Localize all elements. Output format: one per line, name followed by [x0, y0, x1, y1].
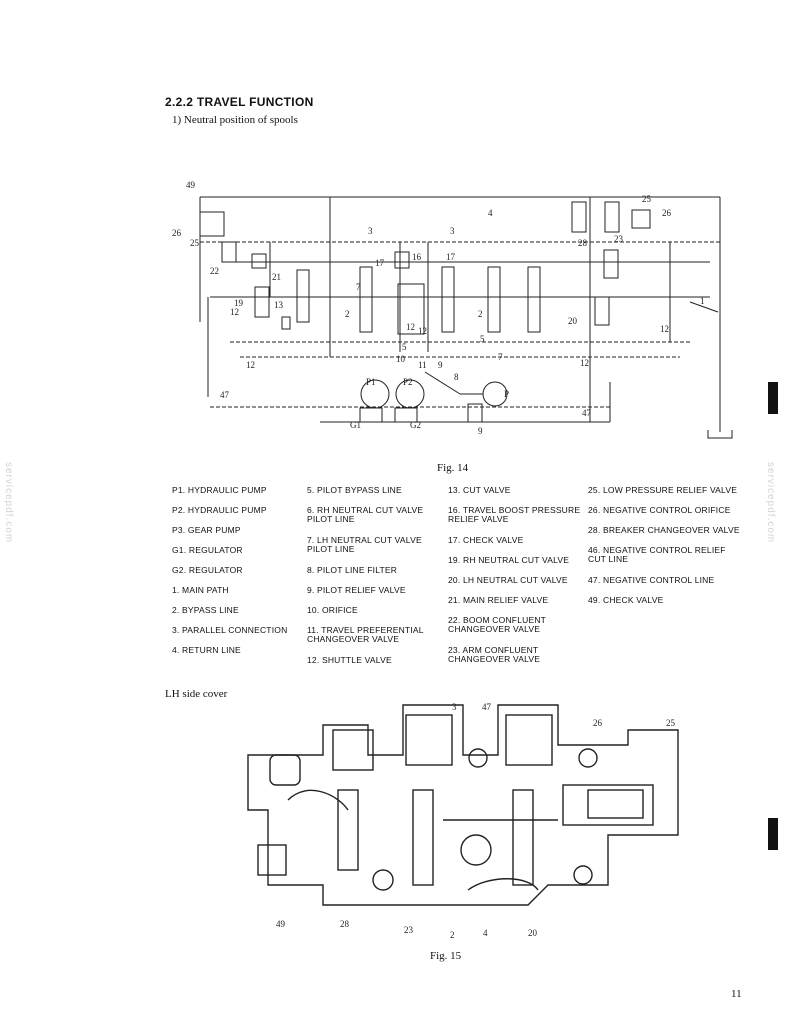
fig14-label-3b: 3 — [450, 226, 455, 236]
tab-marker-lower — [768, 818, 778, 850]
fig14-label-8: 8 — [454, 372, 459, 382]
fig15-caption: Fig. 15 — [430, 950, 462, 962]
page-number: 11 — [731, 988, 742, 1000]
legend-item: G2. REGULATOR — [172, 565, 243, 575]
fig14-label-22: 22 — [210, 266, 219, 276]
fig14-label-12d: 12 — [406, 322, 415, 332]
fig15-callouts: 3 47 26 25 49 28 23 2 4 20 — [276, 702, 676, 940]
legend-item: 8. PILOT LINE FILTER — [307, 565, 398, 575]
fig15-label-4: 4 — [483, 928, 488, 938]
fig14-label-2b: 2 — [478, 309, 483, 319]
fig14-label-19: 19 — [234, 298, 244, 308]
fig15-label-25: 25 — [666, 718, 676, 728]
legend-item: 20. LH NEUTRAL CUT VALVE — [448, 575, 568, 585]
fig15-label-26: 26 — [593, 718, 603, 728]
fig14-label-25r: 25 — [642, 194, 652, 204]
legend-item: 9. PILOT RELIEF VALVE — [307, 585, 406, 595]
fig14-label-12a: 12 — [230, 307, 239, 317]
fig14-label-2a: 2 — [345, 309, 350, 319]
legend-item: 7. LH NEUTRAL CUT VALVE PILOT LINE — [307, 535, 422, 554]
fig14-label-3a: 3 — [368, 226, 373, 236]
fig15-label-20: 20 — [528, 928, 538, 938]
legend-item: 19. RH NEUTRAL CUT VALVE — [448, 555, 570, 565]
legend-item: 17. CHECK VALVE — [448, 535, 524, 545]
fig14-label-12f: 12 — [580, 358, 589, 368]
fig14-label-7a: 7 — [356, 282, 361, 292]
fig14-hydraulic-schematic: 49 4 25 26 3 3 28 23 26 25 16 17 17 22 2… — [172, 180, 733, 439]
fig14-label-12b: 12 — [246, 360, 255, 370]
legend-item: 28. BREAKER CHANGEOVER VALVE — [588, 525, 740, 535]
fig14-label-1: 1 — [700, 296, 705, 306]
fig15-label-23: 23 — [404, 925, 414, 935]
fig14-label-16: 16 — [412, 252, 422, 262]
legend-item: 4. RETURN LINE — [172, 645, 241, 655]
fig14-label-g2: G2 — [410, 420, 421, 430]
tab-marker-upper — [768, 382, 778, 414]
legend-item: P2. HYDRAULIC PUMP — [172, 505, 267, 515]
legend-item: 2. BYPASS LINE — [172, 605, 239, 615]
fig14-label-17b: 17 — [446, 252, 456, 262]
legend-item: 1. MAIN PATH — [172, 585, 229, 595]
legend-item: G1. REGULATOR — [172, 545, 243, 555]
fig14-label-28: 28 — [578, 238, 588, 248]
legend-item: P3. GEAR PUMP — [172, 525, 241, 535]
fig14-label-10: 10 — [396, 354, 406, 364]
fig14-label-26r: 26 — [662, 208, 672, 218]
legend-item: P1. HYDRAULIC PUMP — [172, 485, 267, 495]
fig14-label-4: 4 — [488, 208, 493, 218]
fig14-label-20: 20 — [568, 316, 578, 326]
legend-item: 12. SHUTTLE VALVE — [307, 655, 392, 665]
fig14-label-11: 11 — [418, 360, 427, 370]
fig14-label-26: 26 — [172, 228, 182, 238]
fig14-callouts: 49 4 25 26 3 3 28 23 26 25 16 17 17 22 2… — [172, 180, 705, 436]
fig14-label-9a: 9 — [438, 360, 443, 370]
legend-item: 6. RH NEUTRAL CUT VALVE PILOT LINE — [307, 505, 424, 524]
fig14-label-25: 25 — [190, 238, 200, 248]
fig14-label-5b: 5 — [480, 334, 485, 344]
legend-item: 16. TRAVEL BOOST PRESSURE RELIEF VALVE — [448, 505, 581, 524]
legend-item: 10. ORIFICE — [307, 605, 358, 615]
fig14-label-47b: 47 — [582, 408, 592, 418]
subtitle: 1) Neutral position of spools — [172, 114, 298, 126]
legend-item: 5. PILOT BYPASS LINE — [307, 485, 402, 495]
legend: P1. HYDRAULIC PUMP P2. HYDRAULIC PUMP P3… — [172, 486, 772, 676]
fig14-label-49: 49 — [186, 180, 196, 190]
fig15-cross-section: 3 47 26 25 49 28 23 2 4 20 — [247, 702, 679, 940]
fig14-label-21: 21 — [272, 272, 281, 282]
legend-item: 23. ARM CONFLUENT CHANGEOVER VALVE — [448, 645, 541, 664]
fig14-label-47a: 47 — [220, 390, 230, 400]
fig14-label-9b: 9 — [478, 426, 483, 436]
legend-item: 25. LOW PRESSURE RELIEF VALVE — [588, 485, 738, 495]
legend-item: 46. NEGATIVE CONTROL RELIEF CUT LINE — [588, 545, 726, 564]
watermark-left: servicepdf.com — [3, 462, 14, 544]
fig15-label-28: 28 — [340, 919, 350, 929]
fig15-label-3: 3 — [452, 702, 457, 712]
fig15-label-49: 49 — [276, 919, 286, 929]
fig14-label-p: P — [504, 389, 509, 399]
fig14-label-12e: 12 — [660, 324, 669, 334]
legend-item: 3. PARALLEL CONNECTION — [172, 625, 288, 635]
legend-item: 11. TRAVEL PREFERENTIAL CHANGEOVER VALVE — [307, 625, 424, 644]
fig14-caption: Fig. 14 — [437, 462, 469, 474]
fig15-label-2: 2 — [450, 930, 455, 940]
legend-item: 13. CUT VALVE — [448, 485, 511, 495]
fig14-label-5a: 5 — [402, 342, 407, 352]
fig14-label-7b: 7 — [498, 352, 503, 362]
fig14-label-p2: P2 — [403, 377, 413, 387]
watermark-right: servicepdf.com — [765, 462, 776, 544]
legend-item: 21. MAIN RELIEF VALVE — [448, 595, 549, 605]
fig14-label-17a: 17 — [375, 258, 385, 268]
legend-item: 22. BOOM CONFLUENT CHANGEOVER VALVE — [448, 615, 547, 634]
fig15-label-47: 47 — [482, 702, 492, 712]
side-cover-label: LH side cover — [165, 688, 228, 700]
legend-item: 47. NEGATIVE CONTROL LINE — [588, 575, 715, 585]
fig14-label-12c: 12 — [418, 326, 427, 336]
section-title: 2.2.2 TRAVEL FUNCTION — [165, 95, 314, 109]
legend-item: 49. CHECK VALVE — [588, 595, 664, 605]
fig14-label-g1: G1 — [350, 420, 361, 430]
fig14-label-13: 13 — [274, 300, 284, 310]
fig14-label-p1: P1 — [366, 377, 376, 387]
legend-item: 26. NEGATIVE CONTROL ORIFICE — [588, 505, 731, 515]
fig14-label-23: 23 — [614, 234, 624, 244]
